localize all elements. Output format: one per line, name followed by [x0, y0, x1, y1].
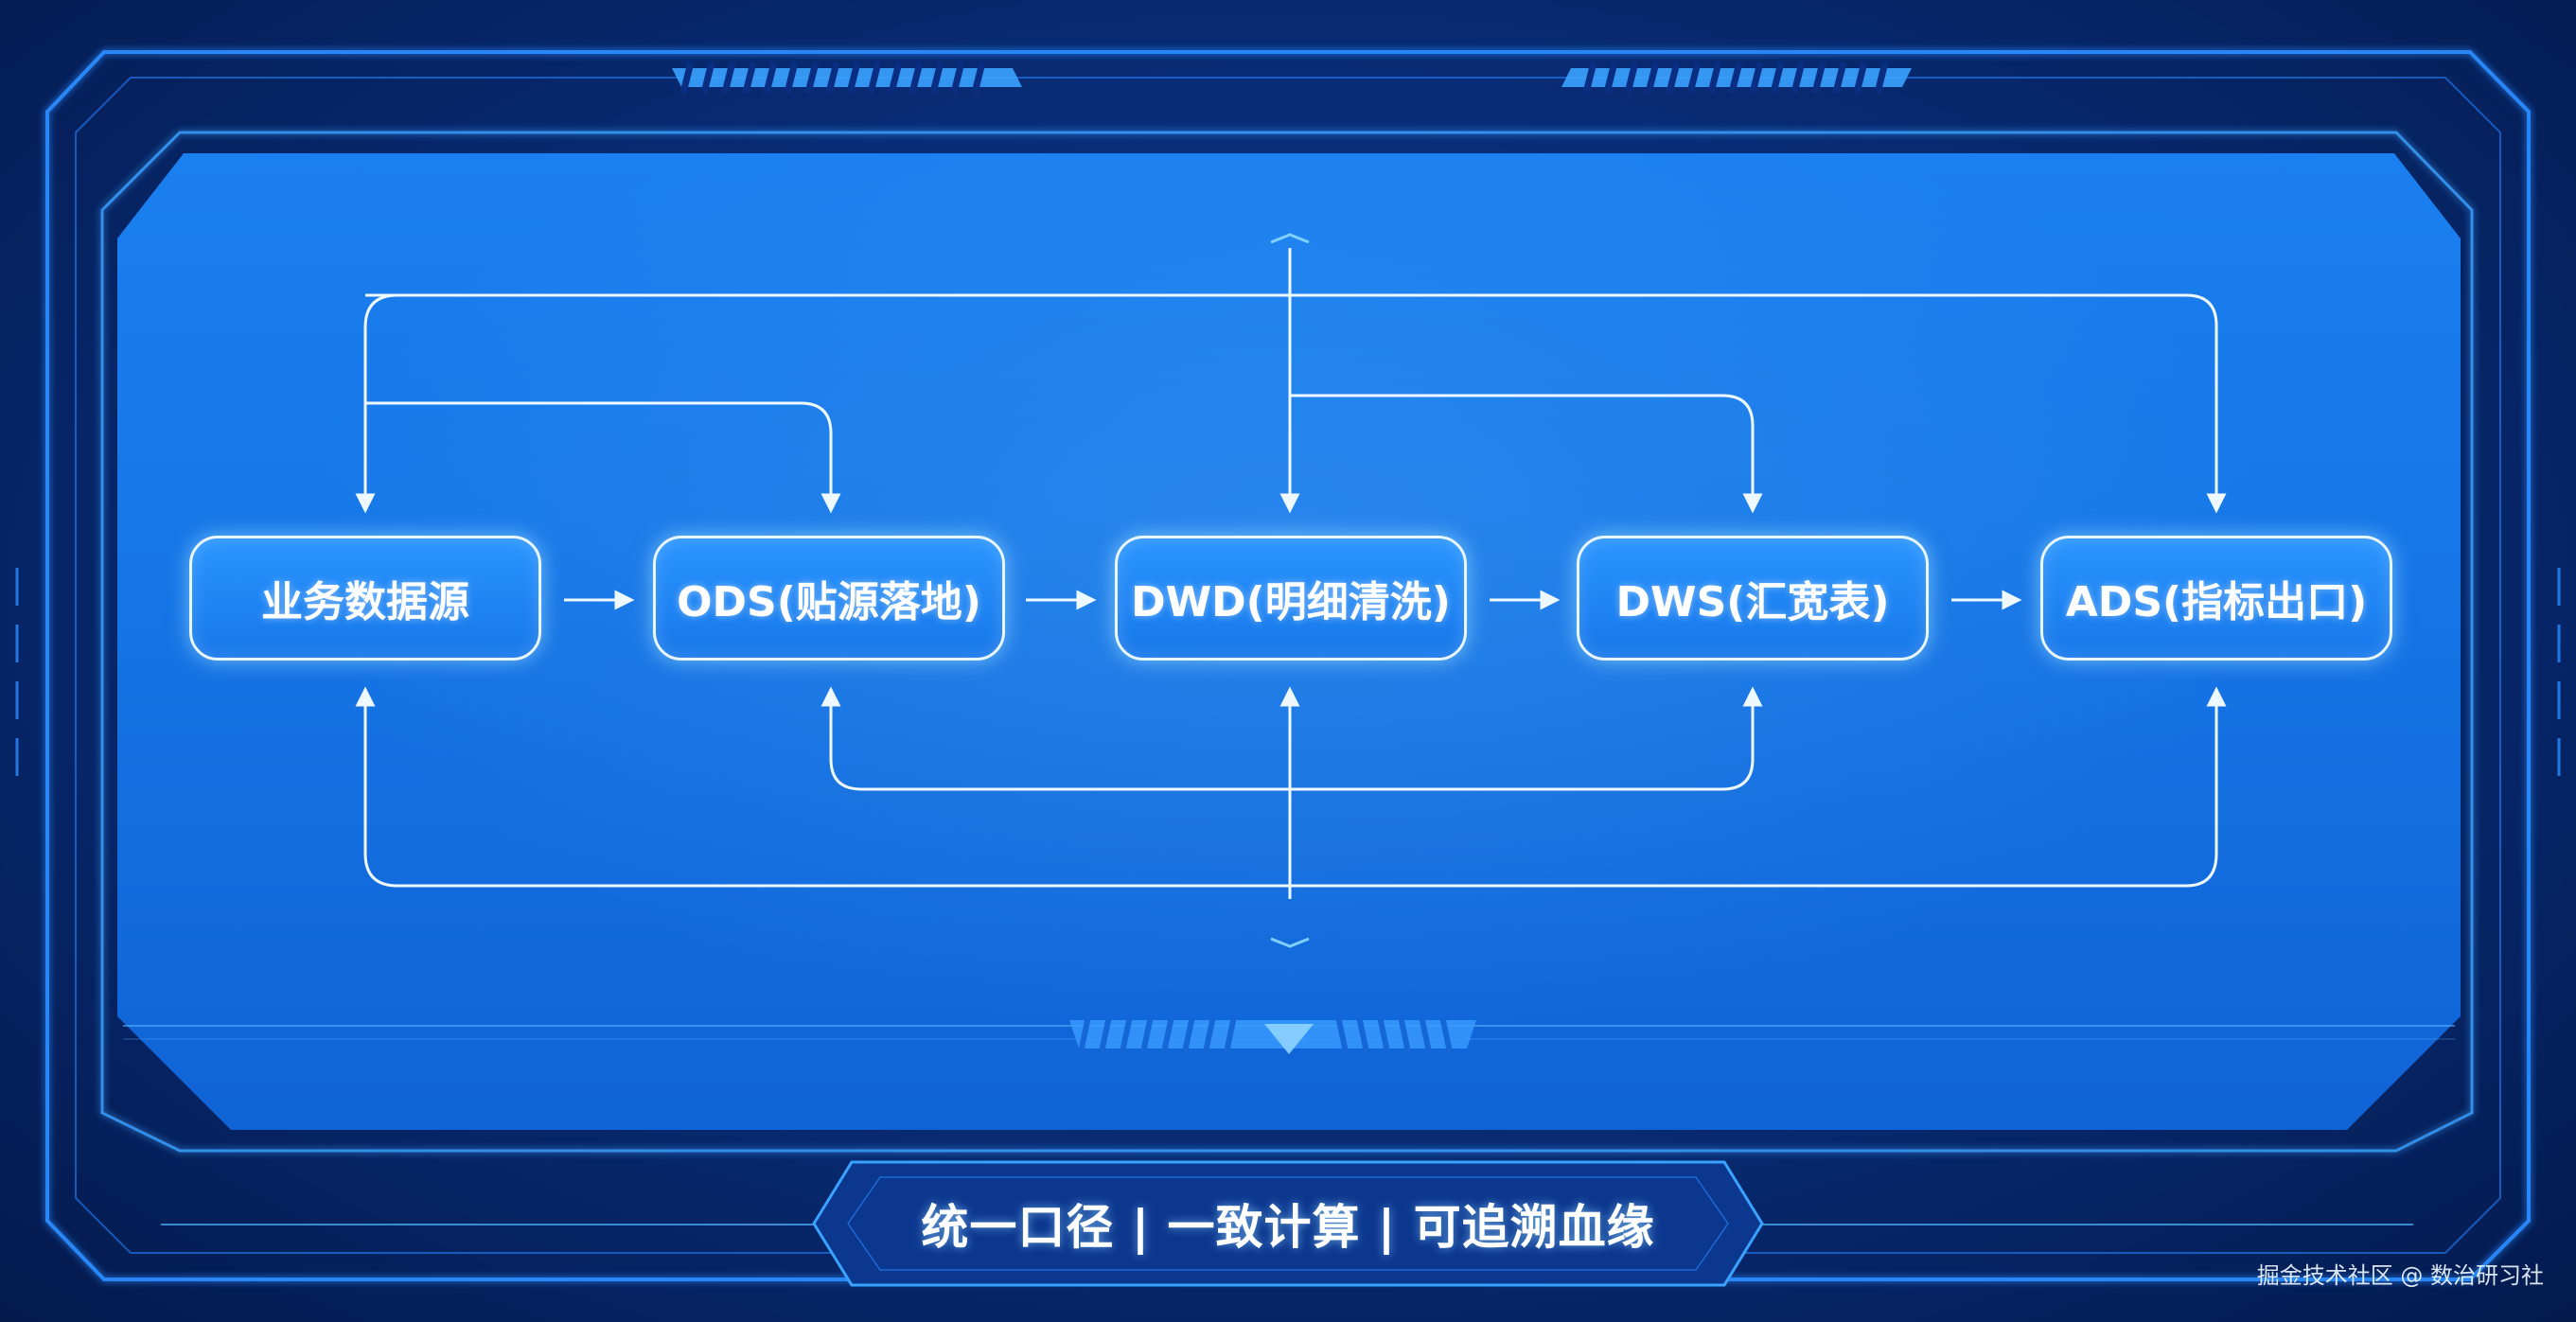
node-source: 业务数据源: [189, 536, 541, 661]
node-source-label: 业务数据源: [261, 578, 469, 626]
node-ads: ADS(指标出口): [2040, 536, 2392, 661]
node-ads-label: ADS(指标出口): [2065, 578, 2368, 626]
node-dwd-label: DWD(明细清洗): [1131, 578, 1451, 626]
node-dws-label: DWS(汇宽表): [1615, 578, 1890, 626]
slogan-text: 统一口径 | 一致计算 | 可追溯血缘: [921, 1200, 1655, 1255]
watermark: 掘金技术社区 @ 数治研习社: [2257, 1257, 2544, 1290]
node-dws: DWS(汇宽表): [1577, 536, 1929, 661]
watermark-text: 掘金技术社区 @ 数治研习社: [2256, 1262, 2544, 1289]
node-ods-label: ODS(贴源落地): [677, 578, 981, 626]
node-ods: ODS(贴源落地): [653, 536, 1005, 661]
slogan-banner: 统一口径 | 一致计算 | 可追溯血缘: [833, 1162, 1743, 1285]
node-dwd: DWD(明细清洗): [1115, 536, 1467, 661]
